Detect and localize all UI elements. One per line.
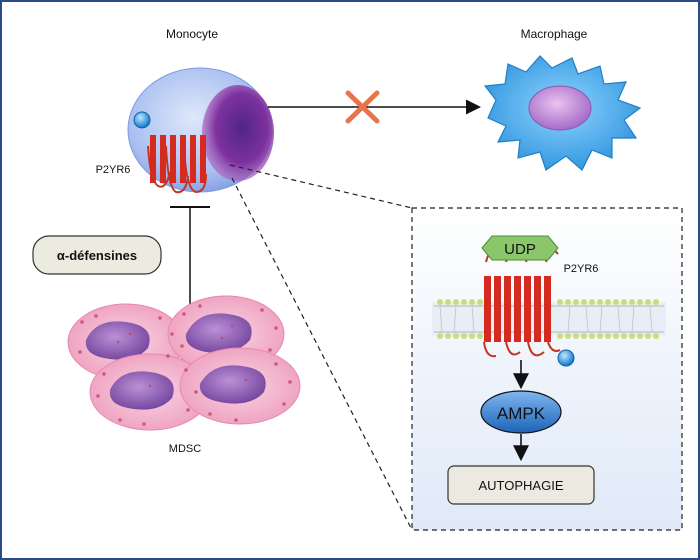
inhibition-cross-icon: [345, 90, 380, 124]
ligand-dot-inset: [557, 349, 575, 367]
defensins-box: α-défensines: [32, 235, 162, 275]
monocyte-label: Monocyte: [166, 27, 218, 41]
inhibition-line: [170, 206, 210, 305]
autophagie-node: AUTOPHAGIE: [447, 465, 595, 505]
macrophage-cell: [483, 55, 642, 171]
ligand-dot-monocyte: [133, 111, 151, 129]
macrophage-nucleus: [528, 85, 592, 131]
mdsc-label: MDSC: [169, 443, 201, 455]
monocyte-nucleus: [202, 85, 274, 181]
ampk-label: AMPK: [497, 404, 546, 423]
mdsc-cluster: [67, 295, 301, 431]
autophagie-label: AUTOPHAGIE: [478, 478, 563, 493]
macrophage-label: Macrophage: [521, 27, 588, 41]
p2yr6-label-left: P2YR6: [96, 164, 131, 176]
zoom-line-bottom: [231, 177, 413, 531]
zoom-line-top: [229, 164, 413, 209]
inset-panel: UDP P2YR6 AMPK AUTOPHAGIE: [411, 207, 683, 531]
udp-ligand: UDP: [481, 235, 559, 261]
mdsc-granules: [78, 304, 292, 426]
mdsc-cell: [179, 347, 301, 425]
defensins-label: α-défensines: [57, 248, 137, 263]
p2yr6-receptor-monocyte: [147, 135, 207, 194]
ampk-node: AMPK: [480, 390, 562, 434]
p2yr6-label-inset: P2YR6: [564, 263, 599, 275]
udp-label: UDP: [504, 241, 536, 258]
